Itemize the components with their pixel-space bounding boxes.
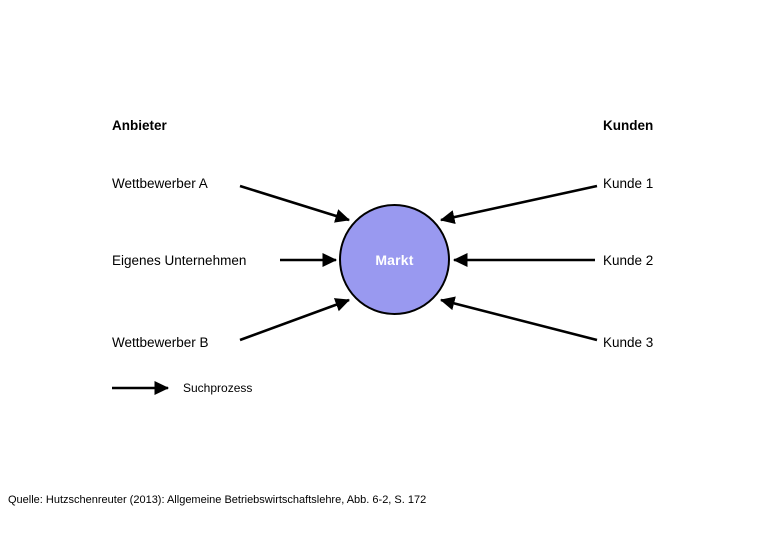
- node-label-kunde-3: Kunde 3: [603, 335, 654, 350]
- arrow-kunde-1-to-markt: [439, 184, 598, 224]
- arrow-wettbewerber-a-to-markt: [239, 184, 350, 223]
- node-label-kunde-2: Kunde 2: [603, 253, 654, 268]
- arrow-kunde-3-to-markt: [439, 296, 598, 342]
- node-label-wettbewerber-a: Wettbewerber A: [112, 176, 208, 191]
- arrow-wettbewerber-b-to-markt: [239, 298, 350, 342]
- market-node: Markt: [339, 204, 450, 315]
- node-label-eigenes-unternehmen: Eigenes Unternehmen: [112, 253, 247, 268]
- source-citation: Quelle: Hutzschenreuter (2013): Allgemei…: [8, 494, 427, 506]
- node-label-wettbewerber-b: Wettbewerber B: [112, 335, 209, 350]
- market-node-label: Markt: [375, 251, 414, 268]
- column-header-anbieter: Anbieter: [112, 118, 167, 133]
- column-header-kunden: Kunden: [603, 118, 654, 133]
- node-label-kunde-1: Kunde 1: [603, 176, 654, 191]
- legend-label-suchprozess: Suchprozess: [183, 381, 253, 395]
